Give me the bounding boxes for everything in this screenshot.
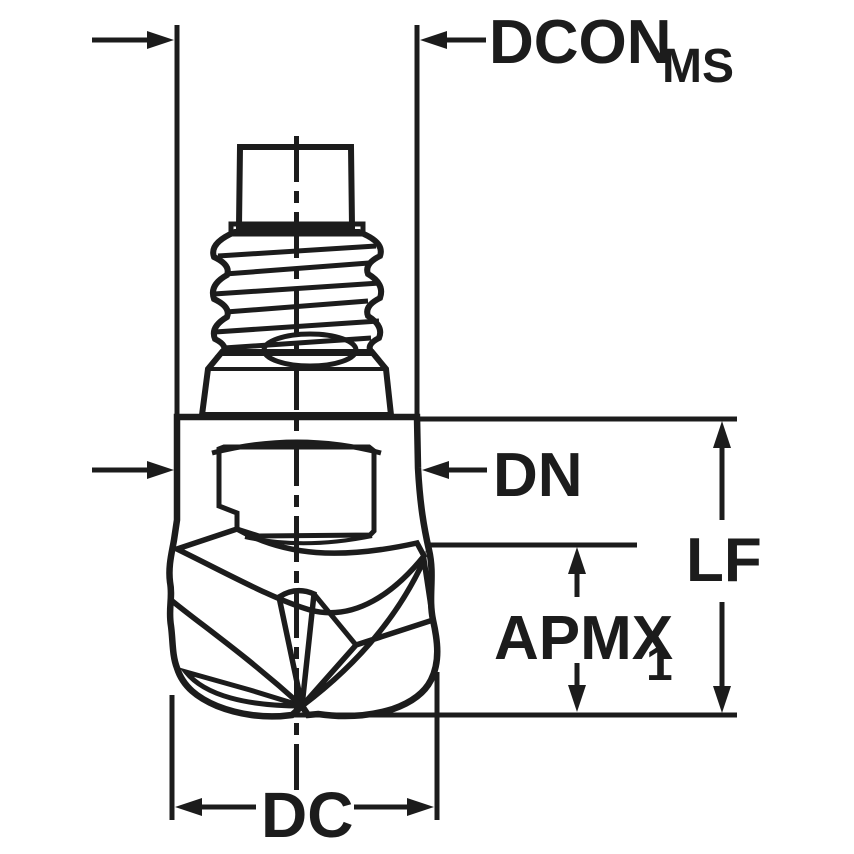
dimension-dc: DC bbox=[169, 672, 440, 851]
dc-label: DC bbox=[261, 779, 353, 851]
dimension-lf: LF bbox=[293, 416, 762, 718]
lf-arrow-down-head bbox=[713, 686, 731, 713]
dn-label: DN bbox=[493, 441, 583, 510]
flute-right-inner-line bbox=[312, 592, 358, 647]
dimension-apmx: APMX 1 bbox=[427, 542, 673, 712]
apmx-arrow-down-head bbox=[568, 685, 586, 712]
dimension-dcon: DCON MS bbox=[92, 8, 734, 417]
dcon-label-subscript: MS bbox=[662, 40, 734, 93]
flute-right-facet bbox=[299, 550, 437, 709]
dn-arrow-right-head bbox=[422, 461, 449, 479]
dc-arrow-left-head bbox=[175, 798, 202, 816]
tool-illustration bbox=[166, 136, 441, 800]
dcon-arrow-left-head bbox=[147, 31, 174, 49]
lf-label: LF bbox=[686, 526, 762, 595]
flute-band bbox=[169, 526, 428, 616]
dcon-arrow-right-head bbox=[420, 31, 447, 49]
dn-arrow-left-head bbox=[147, 461, 174, 479]
dcon-label: DCON bbox=[489, 8, 672, 77]
apmx-label: APMX bbox=[494, 604, 673, 673]
apmx-arrow-up-head bbox=[568, 547, 586, 574]
flute-left-edge bbox=[169, 597, 304, 709]
dimension-dn: DN bbox=[92, 441, 583, 510]
lf-arrow-up-head bbox=[713, 421, 731, 448]
flutes bbox=[169, 526, 437, 709]
dc-arrow-right-head bbox=[407, 798, 434, 816]
apmx-label-subscript: 1 bbox=[646, 638, 673, 691]
